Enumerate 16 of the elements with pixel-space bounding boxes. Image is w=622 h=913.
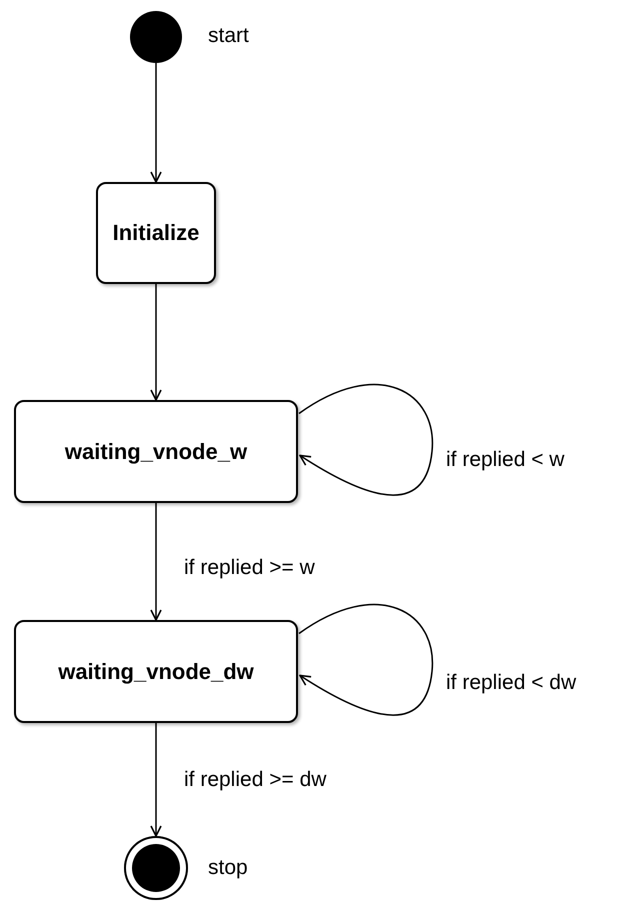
arrow [150, 284, 162, 401]
arrow [150, 723, 162, 837]
state-box: waiting_vnode_dw [14, 620, 298, 723]
edge-label: if replied < dw [446, 671, 576, 695]
arrow [298, 604, 433, 716]
state-box: waiting_vnode_w [14, 400, 298, 503]
arrow [150, 63, 162, 183]
start-circle [130, 11, 182, 63]
state-caption: start [208, 24, 249, 48]
edge-label: if replied < w [446, 448, 564, 472]
state-box: Initialize [96, 182, 216, 284]
edge-label: if replied >= dw [184, 768, 326, 792]
edge-label: if replied >= w [184, 556, 315, 580]
state-caption: stop [208, 856, 248, 880]
arrow [150, 503, 162, 621]
arrow [298, 384, 433, 496]
